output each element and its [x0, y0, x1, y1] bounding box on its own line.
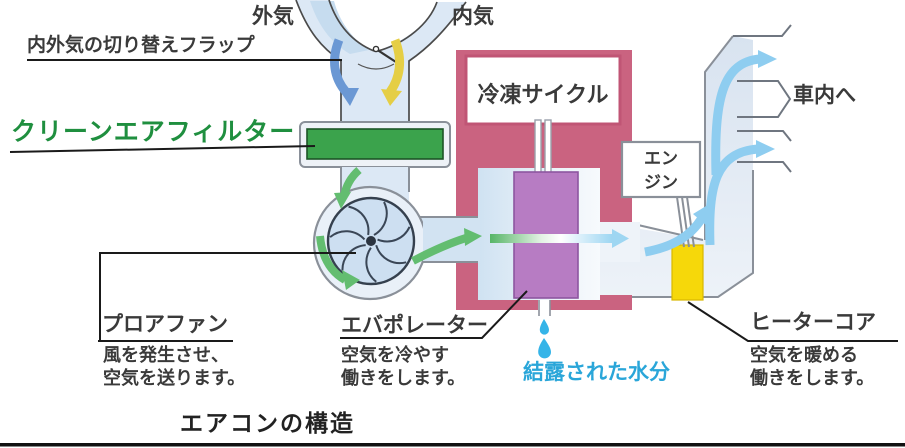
vent-arrow-top — [711, 50, 777, 176]
leader-lines — [9, 59, 898, 342]
fan-outlet-arrow — [411, 228, 482, 265]
blower-fan-description: 風を発生させ、 空気を送ります。 — [103, 345, 246, 389]
condensed-water-label: 結露された水分 — [523, 361, 670, 384]
outside-air-arrow — [330, 38, 359, 106]
heater-core-description: 空気を暖める 働きをします。 — [750, 345, 875, 389]
heater-core-label: ヒーターコア — [750, 311, 876, 334]
inside-air-label: 内気 — [452, 5, 494, 28]
bottom-rule — [0, 443, 905, 447]
through-evaporator-arrow — [490, 229, 629, 248]
vent-arrow-bottom — [705, 140, 775, 246]
heater-core-block — [671, 244, 704, 301]
clean-air-filter — [306, 128, 444, 160]
evaporator-description: 空気を冷やす 働きをします。 — [341, 345, 466, 389]
filter-housing — [299, 121, 451, 168]
fan-intake-arrow — [334, 166, 362, 209]
evaporator-label: エバポレーター — [341, 314, 488, 337]
refrigerant-pipe — [544, 119, 552, 175]
fan-swirl-arrow — [316, 235, 360, 290]
inside-air-arrow — [381, 38, 405, 106]
vent-outlets — [737, 80, 792, 173]
switch-flap — [357, 45, 400, 70]
drain-pipe — [538, 300, 551, 316]
intake-duct — [295, 0, 467, 122]
fan-wheel-icon — [326, 196, 416, 286]
outside-air-band — [310, 1, 369, 54]
clean-air-filter-label: クリーンエアフィルター — [11, 118, 296, 146]
flap-label: 内外気の切り替えフラップ — [27, 35, 255, 56]
blower-fan-label: プロアファン — [102, 313, 228, 336]
engine-label: エン ジン — [644, 149, 678, 192]
refrigerant-pipe — [534, 119, 542, 175]
water-drops-icon — [538, 319, 551, 359]
diagram-title: エアコンの構造 — [180, 410, 355, 436]
to-cabin-label: 車内へ — [793, 84, 856, 107]
engine-box — [620, 140, 702, 199]
refrigeration-cycle-label: 冷凍サイクル — [477, 82, 609, 107]
outside-air-label: 外気 — [252, 5, 294, 28]
